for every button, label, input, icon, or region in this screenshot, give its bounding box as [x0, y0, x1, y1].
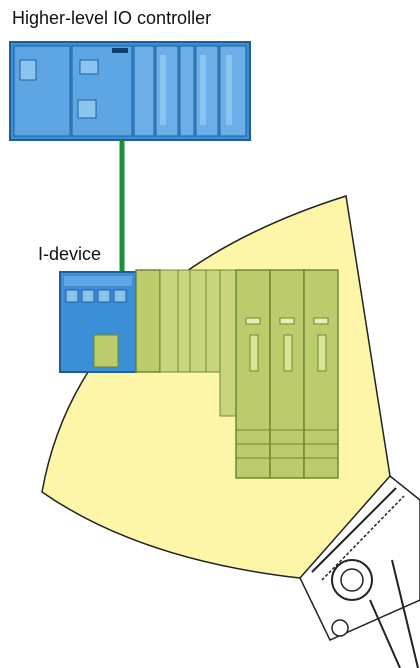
controller-label: Higher-level IO controller	[12, 8, 212, 28]
idevice-label: I-device	[38, 244, 102, 264]
io-controller-rack	[9, 41, 251, 141]
flashlight-icon	[299, 474, 420, 668]
idevice-rack	[59, 269, 339, 479]
